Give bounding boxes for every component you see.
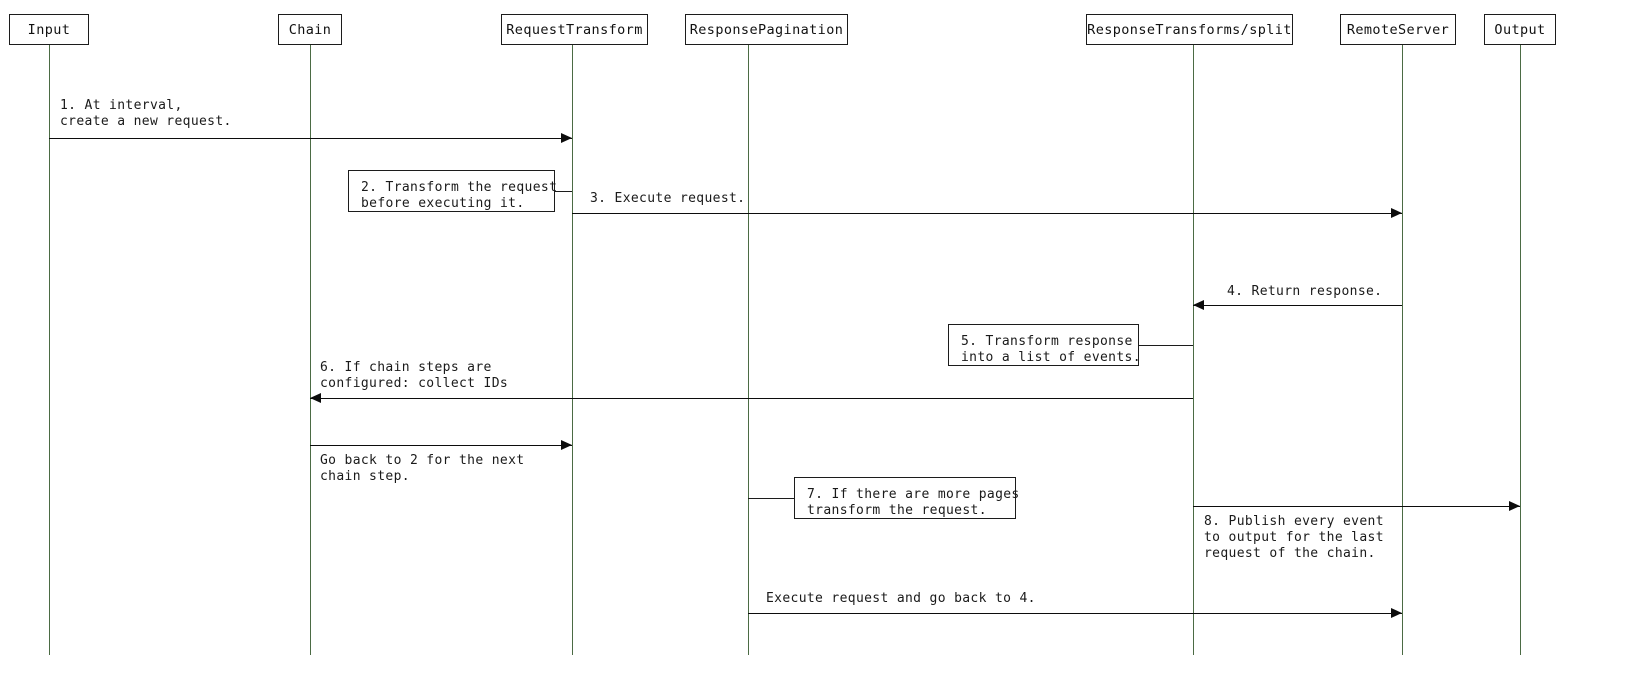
participant-response_pagination[interactable]: ResponsePagination bbox=[685, 14, 848, 45]
message-line-m1 bbox=[49, 138, 572, 140]
message-label-m3: 3. Execute request. bbox=[590, 191, 746, 206]
participant-input[interactable]: Input bbox=[9, 14, 89, 45]
message-line-m3 bbox=[572, 213, 1402, 215]
note-n5[interactable]: 5. Transform response into a list of eve… bbox=[948, 324, 1141, 366]
participant-request_transform[interactable]: RequestTransform bbox=[501, 14, 648, 45]
note-connector-n5 bbox=[1139, 345, 1193, 347]
participant-label: ResponseTransforms/split bbox=[1087, 21, 1292, 38]
message-label-m8: 8. Publish every event to output for the… bbox=[1204, 514, 1384, 561]
participant-label: Chain bbox=[288, 21, 332, 38]
participant-label: Output bbox=[1494, 21, 1546, 38]
participant-label: ResponsePagination bbox=[689, 21, 844, 38]
lifeline-chain bbox=[310, 45, 312, 655]
note-n2[interactable]: 2. Transform the request before executin… bbox=[348, 170, 557, 212]
message-label-m_goback2: Go back to 2 for the next chain step. bbox=[320, 453, 525, 484]
message-label-m1: 1. At interval, create a new request. bbox=[60, 98, 232, 129]
lifeline-output bbox=[1520, 45, 1522, 655]
lifeline-input bbox=[49, 45, 51, 655]
note-connector-n2 bbox=[555, 191, 572, 193]
message-label-m6: 6. If chain steps are configured: collec… bbox=[320, 360, 509, 391]
lifeline-response_pagination bbox=[748, 45, 750, 655]
participant-chain[interactable]: Chain bbox=[278, 14, 342, 45]
lifeline-request_transform bbox=[572, 45, 574, 655]
note-n7[interactable]: 7. If there are more pages transform the… bbox=[794, 477, 1019, 519]
message-label-m4: 4. Return response. bbox=[1227, 284, 1383, 299]
note-connector-n7 bbox=[748, 498, 794, 500]
participant-label: RemoteServer bbox=[1346, 21, 1450, 38]
lifeline-response_transforms bbox=[1193, 45, 1195, 655]
message-line-m4 bbox=[1193, 305, 1402, 307]
participant-remote_server[interactable]: RemoteServer bbox=[1340, 14, 1456, 45]
message-line-m6 bbox=[310, 398, 1193, 400]
arrow-head-m8 bbox=[1509, 501, 1520, 512]
arrow-head-m_goback2 bbox=[561, 440, 572, 451]
message-line-m8 bbox=[1193, 506, 1520, 508]
participant-response_transforms[interactable]: ResponseTransforms/split bbox=[1086, 14, 1293, 45]
participant-label: RequestTransform bbox=[506, 21, 643, 38]
arrow-head-m4 bbox=[1193, 300, 1204, 311]
participant-output[interactable]: Output bbox=[1484, 14, 1556, 45]
arrow-head-m1 bbox=[561, 133, 572, 144]
message-line-m_goback2 bbox=[310, 445, 572, 447]
message-line-m_goback4 bbox=[748, 613, 1402, 615]
participant-label: Input bbox=[27, 21, 71, 38]
message-label-m_goback4: Execute request and go back to 4. bbox=[766, 591, 1036, 606]
arrow-head-m6 bbox=[310, 393, 321, 404]
arrow-head-m_goback4 bbox=[1391, 608, 1402, 619]
lifeline-remote_server bbox=[1402, 45, 1404, 655]
arrow-head-m3 bbox=[1391, 208, 1402, 219]
